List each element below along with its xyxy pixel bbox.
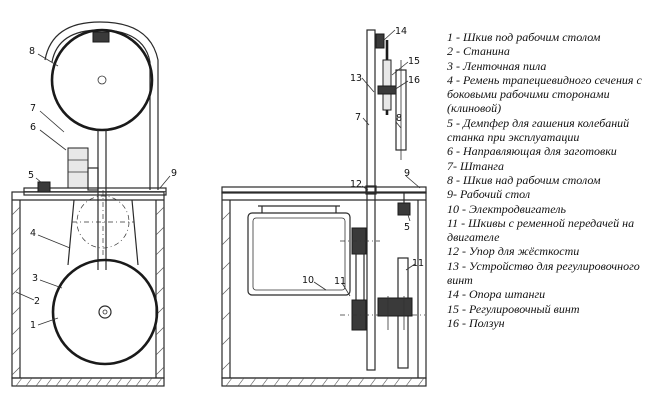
legend-item: 6 - Направляющая для заготовки: [447, 144, 617, 159]
electric-motor: [247, 212, 351, 296]
callout-11-left: 11: [334, 276, 346, 287]
callout-13: 13: [350, 73, 362, 84]
legend-item: 2 - Станина: [447, 44, 510, 59]
legend-item: 9- Рабочий стол: [447, 187, 531, 202]
side-base-plate: [221, 377, 427, 387]
callout-8-left: 8: [29, 46, 35, 57]
rod: [366, 29, 376, 371]
callout-6-left: 6: [30, 122, 36, 133]
legend-item: 3 - Ленточная пила: [447, 58, 547, 73]
slider: [377, 85, 397, 95]
legend-item: 5 - Демпфер для гашения колебаний станка…: [447, 115, 630, 145]
callout-7-right: 7: [355, 112, 361, 123]
side-view: 14 13 15 16 7 8 12 9 5 10 11 11: [221, 26, 427, 387]
adjusting-screw: [382, 59, 392, 111]
legend-list: 1 - Шкив под рабочим столом 2 - Станина …: [447, 30, 659, 330]
callout-5-left: 5: [28, 170, 34, 181]
legend-item: 14 - Опора штанги: [447, 287, 546, 302]
callout-7-left: 7: [30, 103, 36, 114]
base-plate: [11, 377, 165, 387]
side-damper: [397, 202, 411, 216]
legend-item: 10 - Электродвигатель: [447, 201, 566, 216]
callout-2-left: 2: [34, 296, 40, 307]
callout-9-right: 9: [404, 168, 410, 179]
upper-pulley: [50, 28, 154, 132]
front-view: 8 7 6 5 9 4 3 2 1: [11, 21, 177, 387]
callout-4-left: 4: [30, 228, 36, 239]
support-brace: [365, 185, 377, 195]
callout-5-right: 5: [404, 222, 410, 233]
legend-item: 8 - Шкив над рабочим столом: [447, 172, 601, 187]
callout-8-right: 8: [396, 113, 402, 124]
rod-support: [375, 33, 385, 49]
legend-item: 12 - Упор для жёсткости: [447, 244, 580, 259]
callout-3-left: 3: [32, 273, 38, 284]
callout-15: 15: [408, 56, 420, 67]
saw-frame: [44, 21, 159, 190]
legend-item: 13 - Устройство для регулировочного винт: [447, 258, 640, 288]
callout-1-left: 1: [30, 320, 36, 331]
bandsaw-drawing: 8 7 6 5 9 4 3 2 1: [11, 21, 427, 387]
legend-item: 15 - Регулировочный винт: [447, 301, 580, 316]
damper: [37, 181, 51, 193]
callout-11-right: 11: [412, 258, 424, 269]
blade-guide: [67, 147, 89, 189]
top-bracket: [92, 31, 110, 43]
v-belt: [67, 199, 75, 266]
callout-12: 12: [350, 179, 362, 190]
legend-item: 11 - Шкивы с ременной передачей на двига…: [447, 215, 635, 245]
callout-9-left: 9: [171, 168, 177, 179]
callout-16: 16: [408, 75, 420, 86]
callout-10: 10: [302, 275, 314, 286]
legend-item: 7- Штанга: [447, 158, 504, 173]
side-work-table: [221, 186, 427, 194]
callout-14: 14: [395, 26, 407, 37]
legend-item: 1 - Шкив под рабочим столом: [447, 30, 601, 44]
lower-pulley: [51, 258, 159, 366]
legend-item: 16 - Ползун: [447, 315, 505, 330]
legend-item: 4 - Ремень трапециевидного сечения с бок…: [447, 72, 642, 116]
